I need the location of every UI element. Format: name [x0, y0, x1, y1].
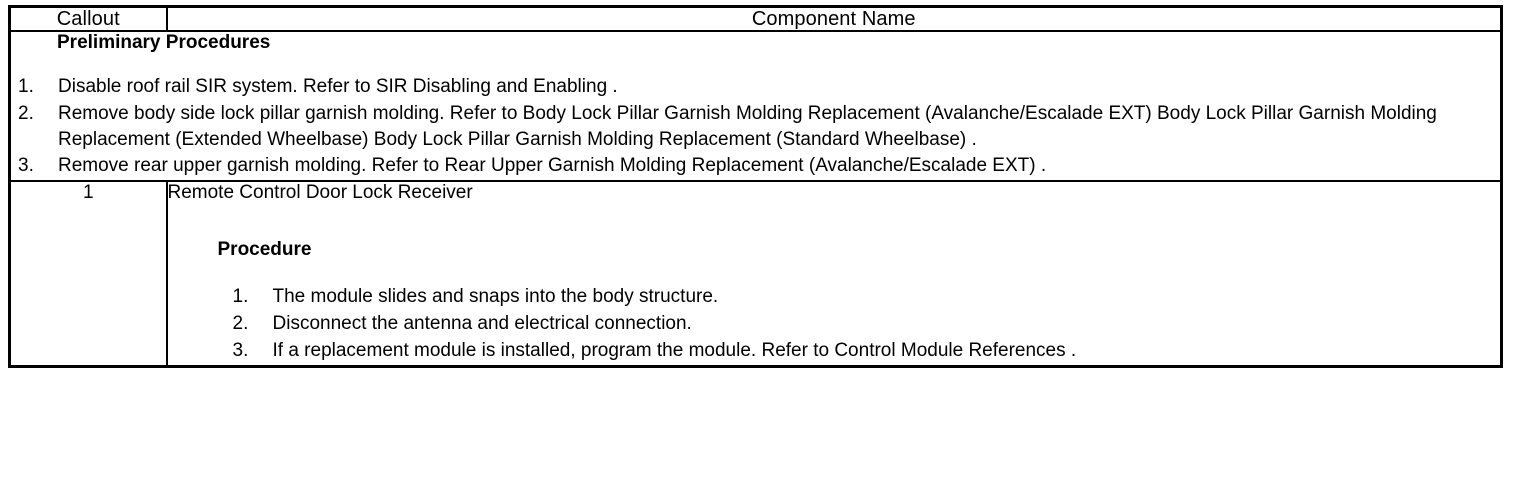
list-item-number: 1. [18, 75, 34, 97]
preliminary-steps-list: 1. Disable roof rail SIR system. Refer t… [11, 74, 1500, 179]
procedure-title: Procedure [217, 238, 312, 260]
service-procedure-table: Callout Component Name Preliminary Proce… [8, 5, 1503, 368]
list-item-number: 2. [18, 102, 34, 124]
list-item: 3. Remove rear upper garnish molding. Re… [11, 153, 1500, 179]
list-item-number: 2. [232, 312, 249, 334]
table-header-row: Callout Component Name [8, 5, 1503, 32]
list-item: 1. The module slides and snaps into the … [168, 284, 1501, 310]
preliminary-procedures-row: Preliminary Procedures 1. Disable roof r… [8, 29, 1503, 183]
list-item-number: 3. [232, 339, 249, 361]
list-item-text: Disconnect the antenna and electrical co… [272, 312, 692, 334]
table-row: 1 Remote Control Door Lock Receiver Proc… [8, 180, 1503, 368]
preliminary-procedures-title: Preliminary Procedures [57, 32, 271, 53]
callout-number: 1 [8, 180, 168, 368]
list-item: 3. If a replacement module is installed,… [168, 338, 1501, 364]
preliminary-procedures-cell: Preliminary Procedures 1. Disable roof r… [8, 29, 1503, 183]
list-item-number: 3. [18, 155, 34, 177]
component-name-text: Remote Control Door Lock Receiver [167, 182, 473, 204]
list-item-text: If a replacement module is installed, pr… [272, 339, 1077, 361]
list-item-text: Remove rear upper garnish molding. Refer… [58, 155, 1047, 177]
list-item-text: Disable roof rail SIR system. Refer to S… [58, 75, 618, 97]
procedure-steps-list: 1. The module slides and snaps into the … [168, 284, 1501, 364]
list-item-number: 1. [232, 285, 249, 307]
list-item: 2. Remove body side lock pillar garnish … [11, 101, 1500, 153]
list-item: 2. Disconnect the antenna and electrical… [168, 311, 1501, 337]
column-header-callout: Callout [8, 5, 168, 32]
component-detail-cell: Remote Control Door Lock Receiver Proced… [165, 180, 1503, 368]
list-item-text: Remove body side lock pillar garnish mol… [58, 102, 1437, 150]
column-header-component-name: Component Name [165, 5, 1503, 32]
list-item-text: The module slides and snaps into the bod… [272, 285, 719, 307]
list-item: 1. Disable roof rail SIR system. Refer t… [11, 74, 1500, 100]
